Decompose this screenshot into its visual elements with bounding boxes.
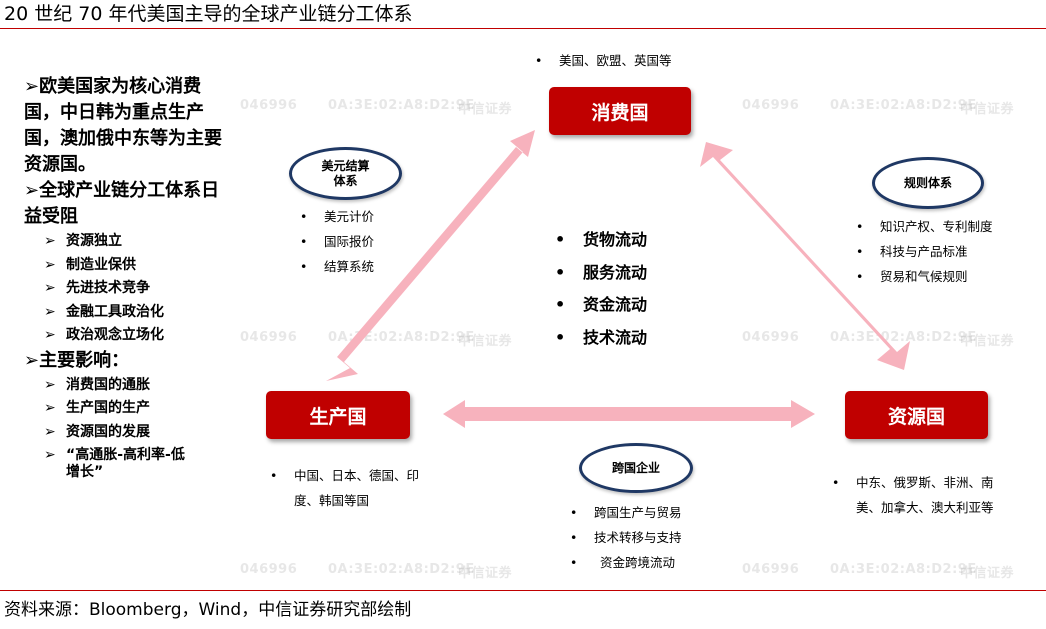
resource-examples: 中东、俄罗斯、非洲、南美、加拿大、澳大利亚等	[832, 470, 1012, 520]
producer-country-box: 生产国	[266, 391, 410, 439]
rules-system-item: 科技与产品标准	[856, 239, 993, 264]
flow-type-item: 服务流动	[555, 257, 647, 290]
consumer-example-item: 美国、欧盟、英国等	[535, 48, 672, 73]
watermark-text: 046996	[742, 98, 800, 113]
usd-settlement-list: 美元计价 国际报价 结算系统	[300, 204, 374, 279]
usd-settlement-ellipse: 美元结算体系	[289, 147, 402, 200]
summary-heading-obstacles: ➢全球产业链分工体系日益受阻	[24, 180, 220, 227]
top-divider	[0, 28, 1046, 29]
figure-title: 20 世纪 70 年代美国主导的全球产业链分工体系	[4, 3, 413, 25]
flow-types-list: 货物流动 服务流动 资金流动 技术流动	[555, 224, 647, 354]
usd-settlement-item: 美元计价	[300, 204, 374, 229]
impact-item: 生产国的生产	[24, 397, 234, 421]
bottom-divider	[0, 590, 1046, 591]
watermark-text: 中信证券	[960, 334, 1015, 349]
watermark-text: 046996	[742, 330, 800, 345]
watermark-text: 046996	[742, 562, 800, 577]
usd-settlement-item: 国际报价	[300, 229, 374, 254]
multinational-item: 技术转移与支持	[570, 525, 682, 550]
obstacle-item: 政治观念立场化	[24, 324, 234, 348]
multinational-ellipse: 跨国企业	[579, 443, 693, 493]
flow-type-item: 技术流动	[555, 322, 647, 355]
watermark-text: 046996	[240, 98, 298, 113]
flow-type-item: 资金流动	[555, 289, 647, 322]
watermark-text: 中信证券	[458, 102, 513, 117]
flow-type-item: 货物流动	[555, 224, 647, 257]
consumer-country-box: 消费国	[549, 87, 691, 135]
summary-heading-impacts: ➢主要影响：	[24, 349, 130, 371]
resource-country-box: 资源国	[845, 391, 988, 439]
arrow-producer-resource	[443, 400, 815, 428]
watermark-text: 0A:3E:02:A8:D2:9E	[328, 562, 475, 577]
watermark-text: 0A:3E:02:A8:D2:9E	[830, 98, 977, 113]
left-summary-panel: ➢欧美国家为核心消费国，中日韩为重点生产国，澳加俄中东等为主要资源国。 ➢全球产…	[24, 74, 234, 484]
resource-example-item: 中东、俄罗斯、非洲、南美、加拿大、澳大利亚等	[832, 470, 1012, 520]
consumer-examples: 美国、欧盟、英国等	[535, 48, 672, 73]
usd-settlement-item: 结算系统	[300, 254, 374, 279]
watermark-text: 0A:3E:02:A8:D2:9E	[830, 562, 977, 577]
rules-system-list: 知识产权、专利制度 科技与产品标准 贸易和气候规则	[856, 214, 993, 289]
arrow-producer-consumer	[326, 130, 535, 381]
watermark-text: 0A:3E:02:A8:D2:9E	[830, 330, 977, 345]
rules-system-ellipse: 规则体系	[872, 157, 984, 209]
watermark-text: 中信证券	[458, 566, 513, 581]
summary-heading-roles: ➢欧美国家为核心消费国，中日韩为重点生产国，澳加俄中东等为主要资源国。	[24, 76, 222, 175]
rules-system-item: 贸易和气候规则	[856, 264, 993, 289]
producer-examples: 中国、日本、德国、印度、韩国等国	[270, 463, 440, 513]
obstacle-item: 制造业保供	[24, 254, 234, 278]
watermark-text: 中信证券	[960, 102, 1015, 117]
arrow-consumer-resource	[700, 142, 910, 370]
obstacle-item: 资源独立	[24, 230, 234, 254]
watermark-text: 中信证券	[458, 334, 513, 349]
watermark-text: 046996	[240, 562, 298, 577]
watermark-text: 中信证券	[960, 566, 1015, 581]
usd-settlement-label: 美元结算体系	[321, 158, 370, 188]
multinational-list: 跨国生产与贸易 技术转移与支持 资金跨境流动	[570, 500, 682, 575]
rules-system-label: 规则体系	[903, 175, 952, 190]
multinational-item: 资金跨境流动	[570, 550, 682, 575]
impact-item: “高通胀-高利率-低增长”	[24, 444, 196, 484]
watermark-text: 046996	[240, 330, 298, 345]
producer-example-item: 中国、日本、德国、印度、韩国等国	[270, 463, 440, 513]
multinational-item: 跨国生产与贸易	[570, 500, 682, 525]
multinational-label: 跨国企业	[611, 460, 660, 475]
source-note: 资料来源：Bloomberg，Wind，中信证券研究部绘制	[4, 600, 412, 620]
obstacle-item: 金融工具政治化	[24, 301, 234, 325]
impact-item: 消费国的通胀	[24, 374, 234, 398]
rules-system-item: 知识产权、专利制度	[856, 214, 993, 239]
impact-item: 资源国的发展	[24, 421, 234, 445]
obstacle-item: 先进技术竞争	[24, 277, 234, 301]
watermark-text: 0A:3E:02:A8:D2:9E	[328, 98, 475, 113]
